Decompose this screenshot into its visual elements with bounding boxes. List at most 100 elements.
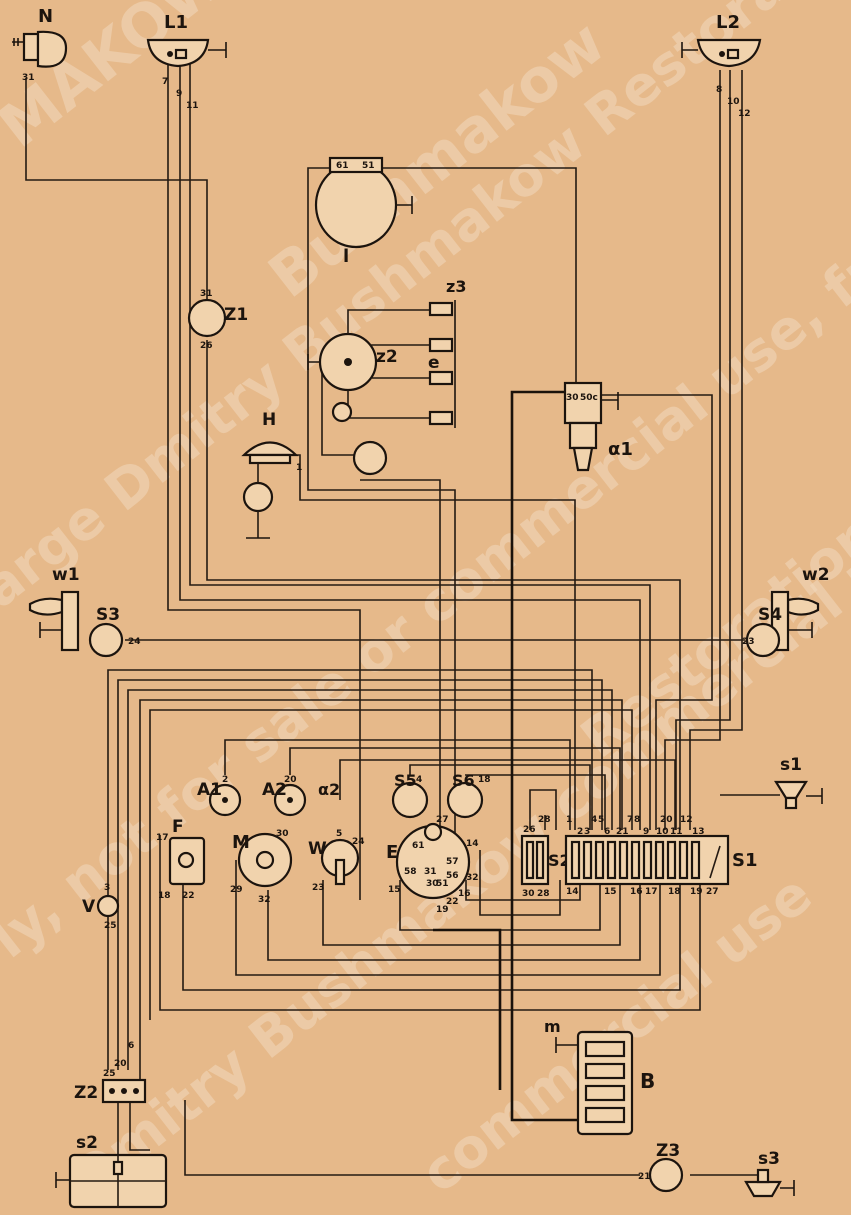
terminal-L2-8: 8 <box>716 85 722 95</box>
label-a2: α2 <box>318 780 340 799</box>
terminal-S1-10: 10 <box>656 827 669 837</box>
terminal-S1-15: 15 <box>604 887 617 897</box>
label-Z2: Z2 <box>74 1083 98 1103</box>
label-Z1: Z1 <box>224 305 248 325</box>
label-B: B <box>640 1069 655 1093</box>
terminal-E-14: 14 <box>466 839 479 849</box>
terminal-a1-30: 30 <box>566 393 579 403</box>
component-w1-indicator: w1 <box>28 565 80 652</box>
label-w2: w2 <box>802 565 830 585</box>
terminal-S2-26: 26 <box>523 825 536 835</box>
label-S4: S4 <box>758 605 782 625</box>
component-z2-distributor: z2 <box>307 309 430 476</box>
component-H-horn: H 1 <box>241 410 302 539</box>
component-s3-switch: s3 <box>744 1149 795 1198</box>
label-W: W <box>308 839 327 859</box>
component-N-push-button: N 31 <box>12 6 68 83</box>
terminal-E-61: 61 <box>412 841 425 851</box>
component-a1-starter: α1 30 50c <box>563 381 633 472</box>
terminal-l-51: 51 <box>362 161 375 171</box>
terminal-S1-11: 11 <box>670 827 683 837</box>
component-B-battery: m B <box>544 1017 655 1136</box>
terminal-S2-28b: 28 <box>537 889 550 899</box>
terminal-S1-9: 9 <box>643 827 649 837</box>
terminal-F-22: 22 <box>182 891 195 901</box>
component-l-dynamo: l 61 51 <box>314 156 413 267</box>
terminal-L1-7: 7 <box>162 77 168 87</box>
terminal-Z1-26: 26 <box>200 341 213 351</box>
terminal-S1-17: 17 <box>645 887 658 897</box>
terminal-S2-30: 30 <box>522 889 535 899</box>
terminal-L1-9: 9 <box>176 89 182 99</box>
terminal-M-29: 29 <box>230 885 243 895</box>
terminal-S1-27: 27 <box>706 887 719 897</box>
terminal-S1-12: 12 <box>680 815 693 825</box>
label-l: l <box>343 246 349 267</box>
terminal-N-31: 31 <box>22 73 35 83</box>
terminal-S1-21: 21 <box>616 827 629 837</box>
terminal-S3-24: 24 <box>128 637 141 647</box>
label-z3: z3 <box>446 277 466 296</box>
wires <box>25 62 780 1176</box>
terminal-L2-12: 12 <box>738 109 751 119</box>
terminal-F-17: 17 <box>156 833 169 843</box>
component-F-regulator: F 17 18 22 <box>156 817 206 901</box>
label-M: M <box>232 832 250 853</box>
terminal-S1-1: 1 <box>566 815 572 825</box>
terminal-S5-4: 4 <box>416 775 422 785</box>
label-m: m <box>544 1017 561 1036</box>
terminal-W-5: 5 <box>336 829 342 839</box>
label-s1: s1 <box>780 755 802 775</box>
terminal-Z2-6: 6 <box>128 1041 134 1051</box>
terminal-F-18: 18 <box>158 891 171 901</box>
terminal-S1-6: 6 <box>604 827 610 837</box>
terminal-E-16: 16 <box>458 889 471 899</box>
label-Z3: Z3 <box>656 1141 680 1161</box>
terminal-E-57: 57 <box>446 857 459 867</box>
terminal-E-51: 51 <box>436 879 449 889</box>
component-A1-indicator: A1 2 <box>197 775 242 817</box>
label-L2: L2 <box>716 12 740 33</box>
terminal-S1-13: 13 <box>692 827 705 837</box>
component-Z2-connector: Z2 25 20 6 <box>74 1041 147 1104</box>
terminal-H-1: 1 <box>296 463 302 473</box>
component-W-switch: W 5 24 23 <box>308 829 365 893</box>
terminal-S1-5: 5 <box>598 815 604 825</box>
component-L2-headlamp: L2 8 10 12 <box>681 12 762 119</box>
terminal-E-32: 32 <box>466 873 479 883</box>
terminal-a1-50c: 50c <box>580 393 598 403</box>
terminal-E-22: 22 <box>446 897 459 907</box>
component-E-ignition-switch: E 27 14 61 58 57 56 31 30 51 15 16 19 22… <box>386 815 479 915</box>
terminal-Z3-21: 21 <box>638 1172 651 1182</box>
component-S5-lamp: S5 4 <box>391 771 429 819</box>
component-z3-spark-plugs: z3 e <box>428 277 466 428</box>
terminal-S4-23: 23 <box>742 637 755 647</box>
component-L1-headlamp: L1 7 9 11 <box>146 12 227 111</box>
component-S2-fuse-box: S2 26 28 30 28 <box>520 815 571 899</box>
watermark-line-1: MAKOW <box>0 0 240 162</box>
terminal-W-24: 24 <box>352 837 365 847</box>
terminal-Z2-20: 20 <box>114 1059 127 1069</box>
terminal-S1-8: 8 <box>634 815 640 825</box>
terminal-E-56: 56 <box>446 871 459 881</box>
terminal-V-25: 25 <box>104 921 117 931</box>
label-z2: z2 <box>376 347 398 367</box>
terminal-A1-2: 2 <box>222 775 228 785</box>
terminal-S1-16: 16 <box>630 887 643 897</box>
terminal-A2-20: 20 <box>284 775 297 785</box>
label-F: F <box>172 817 184 837</box>
label-S1: S1 <box>732 850 758 871</box>
terminal-E-19: 19 <box>436 905 449 915</box>
component-M-light-switch: M 30 29 32 <box>230 829 293 905</box>
terminal-S1-20: 20 <box>660 815 673 825</box>
terminal-L1-11: 11 <box>186 101 199 111</box>
component-V-sender: V 3 25 <box>82 883 120 931</box>
terminal-S1-7: 7 <box>627 815 633 825</box>
label-N: N <box>38 6 53 27</box>
component-S1-fuse-box: S1 1 2 3 4 5 6 21 7 8 9 20 10 11 12 13 1… <box>564 815 758 897</box>
label-A1: A1 <box>197 780 222 800</box>
label-S6: S6 <box>452 771 475 790</box>
component-S3-lamp: S3 24 <box>88 605 141 658</box>
terminal-S1-18: 18 <box>668 887 681 897</box>
